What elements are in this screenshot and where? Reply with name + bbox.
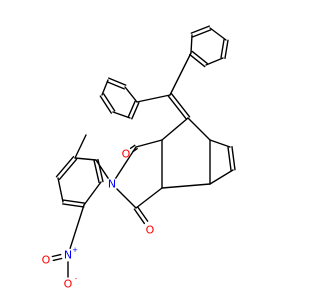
bond-N1-a1 — [95, 159, 109, 179]
bond-r1c-r1d-second — [224, 39, 229, 60]
bond-r2e-r2f-second — [127, 100, 136, 118]
atom-n-imide: N — [108, 178, 116, 191]
bond-C9-O1-second — [132, 147, 138, 153]
bond-C10-O2 — [133, 208, 146, 225]
bond-a4-a5 — [62, 203, 85, 208]
bond-C7-C8-second — [231, 146, 236, 171]
structure-canvas: O N O N + O O - — [41, 25, 236, 291]
bond-a2-Me — [74, 134, 87, 159]
bond-C3-C9 — [135, 139, 163, 148]
atom-o-nitro-minus: O — [64, 278, 73, 291]
bond-r2f-r2a — [124, 86, 138, 103]
atom-label-layer: O N O N + O O - — [42, 148, 155, 291]
bond-Nn-On1 — [51, 253, 62, 258]
bond-r1e-r1f — [191, 50, 208, 65]
bond-C8-C6 — [209, 169, 234, 185]
bond-layer — [51, 25, 236, 278]
charge-o-nitro-minus: - — [75, 275, 78, 283]
bond-C2-C4 — [187, 117, 211, 141]
molecule-drawing: O N O N + O O - — [42, 25, 236, 291]
bond-a6-a1-second — [93, 159, 100, 184]
bond-C10-N1 — [116, 188, 137, 209]
bond-a2-a3 — [55, 156, 75, 178]
bond-a4-a5-second — [62, 199, 85, 204]
bond-a3-a4 — [57, 177, 64, 203]
bond-a6-a1 — [97, 158, 104, 183]
bond-r2d-r2e — [112, 111, 131, 119]
bond-r2f-C1 — [136, 94, 171, 103]
atom-o-imide-bottom: O — [146, 224, 155, 237]
atom-o-nitro-double: O — [42, 254, 51, 267]
bond-r2c-r2d — [99, 95, 113, 114]
bond-Nn-On1-second — [52, 257, 63, 262]
bond-C7-C8 — [227, 146, 232, 171]
atom-o-imide-top: O — [122, 148, 131, 161]
bond-r1f-C1 — [169, 52, 192, 96]
bond-C9-O1 — [129, 144, 136, 150]
bond-a5-Nn — [69, 204, 85, 250]
bond-r2a-r2b-second — [106, 81, 125, 90]
bond-r1f-r1a — [190, 34, 193, 54]
bond-r1a-r1b — [192, 29, 212, 38]
bond-C1-C2 — [167, 95, 188, 120]
bond-r2b-r2c — [101, 79, 109, 96]
bond-r1d-r1e — [205, 57, 224, 66]
bond-r2a-r2b — [108, 77, 127, 86]
bond-r1e-r1f-second — [189, 53, 206, 68]
bond-C2-C3 — [161, 117, 189, 141]
bond-C5-C10 — [135, 187, 163, 209]
bond-r1a-r1b-second — [190, 25, 210, 34]
charge-n-nitro: + — [72, 246, 78, 254]
bond-a5-a6 — [83, 181, 102, 206]
bond-a1-a2 — [74, 157, 97, 161]
atom-n-nitro: N — [64, 249, 72, 262]
bond-C4-C7 — [209, 139, 231, 148]
bond-a2-a3-second — [58, 158, 78, 180]
bond-r2e-r2f — [131, 102, 140, 120]
bond-r1b-r1c — [209, 27, 227, 41]
bond-r1c-r1d — [220, 38, 225, 59]
bond-C10-O2-second — [136, 206, 149, 222]
bond-C1-C2-second — [170, 93, 191, 118]
bond-r2c-r2d-second — [102, 93, 116, 112]
bond-C5-C6 — [161, 183, 211, 189]
